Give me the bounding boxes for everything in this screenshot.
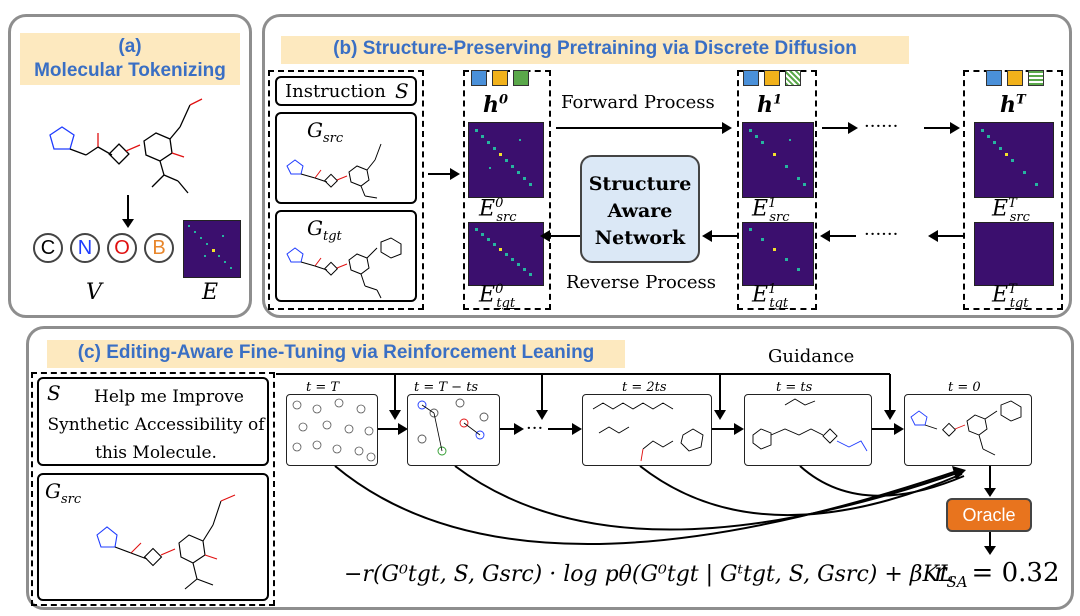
- e-tgt-1-matrix: [742, 222, 814, 286]
- instruction-label: Instruction: [285, 81, 386, 102]
- reverse-process-label: Reverse Process: [566, 272, 717, 293]
- v-label: V: [86, 280, 102, 305]
- reward-value: rSA= 0.32: [934, 558, 1060, 592]
- e-src-1-label: E1src: [752, 196, 790, 225]
- reverse-arrow-right: [702, 230, 738, 242]
- g-tgt-box: Gtgt: [275, 210, 417, 302]
- h-t-label: hT: [1000, 92, 1026, 118]
- timestep-label-4: t = 0: [948, 380, 981, 395]
- reverse-arrow-3: [928, 230, 964, 242]
- instruction-var: S: [395, 79, 409, 103]
- frame-t-0: [904, 394, 1032, 466]
- oracle-label: Oracle: [962, 504, 1016, 525]
- forward-arrow-2: [822, 122, 858, 134]
- panel-c-title: (c) Editing-Aware Fine-Tuning via Reinfo…: [77, 342, 595, 363]
- instruction-c-box: S Help me Improve Synthetic Accessibilit…: [37, 377, 269, 466]
- panel-b-title: (b) Structure-Preserving Pretraining via…: [333, 38, 857, 59]
- e-tgt-t-label: ETtgt: [992, 282, 1029, 311]
- structure-aware-network: Structure Aware Network: [580, 155, 700, 263]
- g-src-c-label: Gsrc: [45, 479, 82, 507]
- reverse-arrow-left: [540, 230, 580, 242]
- reverse-dots: ······: [864, 224, 899, 245]
- guidance-label: Guidance: [768, 346, 855, 367]
- atom-c: C: [33, 233, 63, 263]
- e-tgt-t-matrix: [974, 222, 1054, 286]
- h-0-label: h0: [483, 92, 509, 118]
- frame-t-ts: [744, 394, 872, 466]
- loss-equation: −r(G⁰tgt, S, Gsrc) · log pθ(G⁰tgt | Gᵗtg…: [344, 562, 954, 587]
- e-tgt-1-label: E1tgt: [752, 282, 789, 311]
- down-arrow: [122, 195, 134, 228]
- node-square-masked-t: [1028, 70, 1044, 86]
- node-square-orange-0: [492, 70, 508, 86]
- instruction-c-var: S: [47, 381, 61, 405]
- timestep-label-1: t = T − ts: [414, 380, 479, 395]
- e-tgt-0-matrix: [468, 222, 544, 286]
- adjacency-matrix-a: [183, 220, 241, 278]
- network-label: Structure Aware Network: [588, 173, 692, 249]
- forward-dots: ······: [864, 116, 899, 137]
- node-square-blue-t: [986, 70, 1002, 86]
- reverse-arrow-2: [820, 230, 856, 242]
- timestep-label-0: t = T: [306, 380, 340, 395]
- node-square-blue-1: [743, 70, 759, 86]
- atom-n: N: [70, 233, 100, 263]
- panel-b-input-group: [268, 70, 424, 310]
- node-square-orange-t: [1007, 70, 1023, 86]
- frame-t-T-ts: [407, 394, 500, 466]
- e-label: E: [202, 280, 219, 305]
- panel-a-molecule: [49, 98, 203, 194]
- panel-c-title-bg: [47, 340, 625, 368]
- panel-a-tag: (a): [118, 36, 142, 57]
- input-arrow: [428, 168, 460, 180]
- e-src-t-matrix: [974, 122, 1054, 198]
- e-src-0-label: E0src: [479, 196, 517, 225]
- g-src-box: Gsrc: [275, 112, 417, 204]
- panel-b-title-bg: [281, 36, 909, 64]
- panel-a-title-bg: [20, 33, 240, 85]
- instruction-box: Instruction S: [275, 76, 417, 106]
- e-src-0-matrix: [468, 122, 544, 198]
- network-input-arrow: [632, 125, 648, 155]
- e-src-1-matrix: [742, 122, 814, 198]
- frame-t-2ts: [582, 394, 712, 466]
- node-square-orange-1: [764, 70, 780, 86]
- forward-arrow: [556, 122, 732, 134]
- oracle-box: Oracle: [946, 498, 1032, 532]
- atom-b: B: [144, 233, 174, 263]
- g-src-c-box: Gsrc: [37, 473, 269, 601]
- e-tgt-0-label: E0tgt: [479, 282, 516, 311]
- instruction-c-text: Help me Improve Synthetic Accessibility …: [47, 387, 265, 463]
- panel-c-input-group: [31, 372, 275, 606]
- h-1-label: h1: [757, 92, 783, 118]
- e-src-t-label: ETsrc: [992, 196, 1030, 225]
- g-tgt-label: Gtgt: [307, 216, 342, 244]
- g-src-label: Gsrc: [307, 118, 344, 146]
- timestep-label-3: t = ts: [776, 380, 813, 395]
- timestep-label-2: t = 2ts: [622, 380, 667, 395]
- node-square-masked-1: [785, 70, 801, 86]
- panel-a-title: Molecular Tokenizing: [34, 60, 226, 81]
- node-square-blue-0: [471, 70, 487, 86]
- forward-process-label: Forward Process: [561, 92, 715, 113]
- forward-arrow-3: [924, 122, 960, 134]
- atom-o: O: [107, 233, 137, 263]
- frame-t-T: [286, 394, 378, 466]
- node-square-green-0: [513, 70, 529, 86]
- steps-dots: ···: [526, 418, 544, 439]
